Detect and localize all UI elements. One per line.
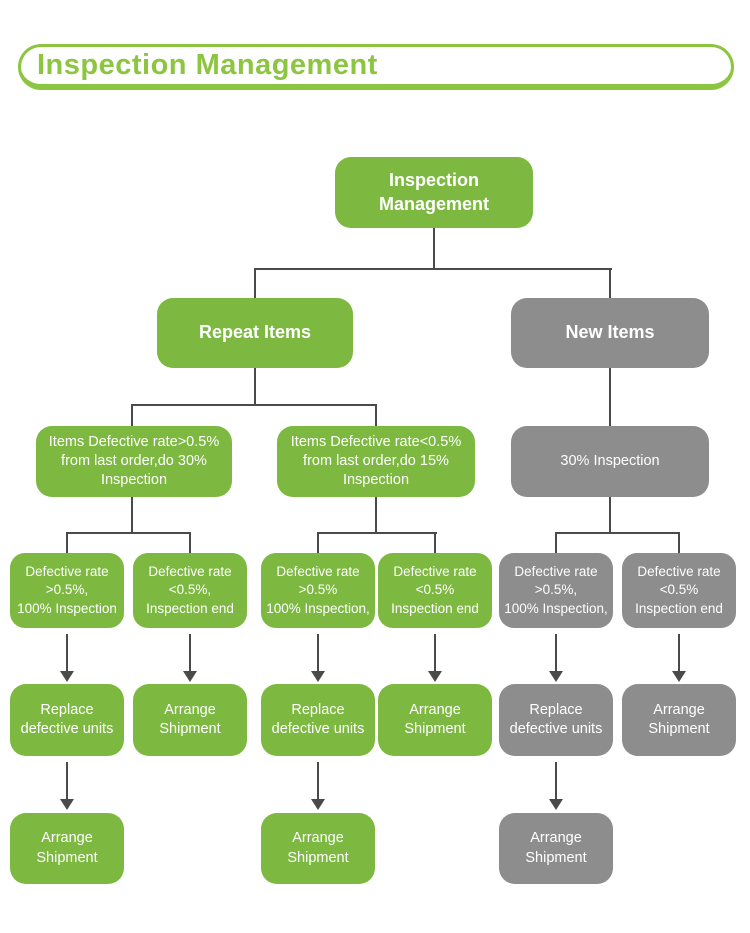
arrow-down-icon	[60, 634, 74, 682]
connector-q2-drop	[189, 532, 191, 553]
connector-root-stem	[433, 228, 435, 269]
connector-repeat-low-drop	[375, 404, 377, 426]
node-final-arrange-shipment-2: Arrange Shipment	[261, 813, 375, 884]
connector-repeat-drop	[254, 268, 256, 298]
node-new-items: New Items	[511, 298, 709, 368]
node-defect-low-inspection-end-1: Defective rate <0.5%, Inspection end	[133, 553, 247, 628]
node-replace-defective-units-3: Replace defective units	[499, 684, 613, 756]
connector-row4-left-rail	[66, 532, 191, 534]
node-inspection-management-root: Inspection Management	[335, 157, 533, 228]
connector-new-drop	[609, 268, 611, 298]
arrow-down-icon	[183, 634, 197, 682]
node-defect-low-inspection-end-2: Defective rate <0.5% Inspection end	[378, 553, 492, 628]
node-replace-defective-units-2: Replace defective units	[261, 684, 375, 756]
connector-row4-right-rail	[555, 532, 680, 534]
connector-q4-drop	[434, 532, 436, 553]
connector-q1-drop	[66, 532, 68, 553]
node-arrange-shipment-3: Arrange Shipment	[622, 684, 736, 756]
arrow-down-icon	[311, 762, 325, 810]
node-final-arrange-shipment-3: Arrange Shipment	[499, 813, 613, 884]
page-title: Inspection Management	[37, 49, 378, 81]
connector-repeat-high-drop	[131, 404, 133, 426]
node-repeat-defect-rate-low: Items Defective rate<0.5% from last orde…	[277, 426, 475, 497]
connector-repeat-low-stem	[375, 497, 377, 534]
arrow-down-icon	[311, 634, 325, 682]
connector-repeat-high-stem	[131, 497, 133, 534]
page-header: Inspection Management	[18, 44, 734, 90]
node-repeat-items: Repeat Items	[157, 298, 353, 368]
node-defect-high-100pct-inspection-1: Defective rate >0.5%, 100% Inspection	[10, 553, 124, 628]
arrow-down-icon	[672, 634, 686, 682]
arrow-down-icon	[549, 634, 563, 682]
arrow-down-icon	[428, 634, 442, 682]
connector-q5-drop	[555, 532, 557, 553]
arrow-down-icon	[60, 762, 74, 810]
connector-q6-drop	[678, 532, 680, 553]
connector-row4-mid-rail	[317, 532, 437, 534]
node-arrange-shipment-1: Arrange Shipment	[133, 684, 247, 756]
node-defect-low-inspection-end-3: Defective rate <0.5% Inspection end	[622, 553, 736, 628]
connector-new-30-stem	[609, 497, 611, 534]
connector-q3-drop	[317, 532, 319, 553]
node-defect-high-100pct-inspection-3: Defective rate >0.5%, 100% Inspection,	[499, 553, 613, 628]
node-final-arrange-shipment-1: Arrange Shipment	[10, 813, 124, 884]
connector-row2-rail	[254, 268, 612, 270]
connector-new-30-drop	[609, 368, 611, 426]
node-replace-defective-units-1: Replace defective units	[10, 684, 124, 756]
node-arrange-shipment-2: Arrange Shipment	[378, 684, 492, 756]
connector-row3-left-rail	[131, 404, 377, 406]
connector-repeat-stem	[254, 368, 256, 406]
arrow-down-icon	[549, 762, 563, 810]
node-defect-high-100pct-inspection-2: Defective rate >0.5% 100% Inspection,	[261, 553, 375, 628]
node-repeat-defect-rate-high: Items Defective rate>0.5% from last orde…	[36, 426, 232, 497]
node-new-30pct-inspection: 30% Inspection	[511, 426, 709, 497]
